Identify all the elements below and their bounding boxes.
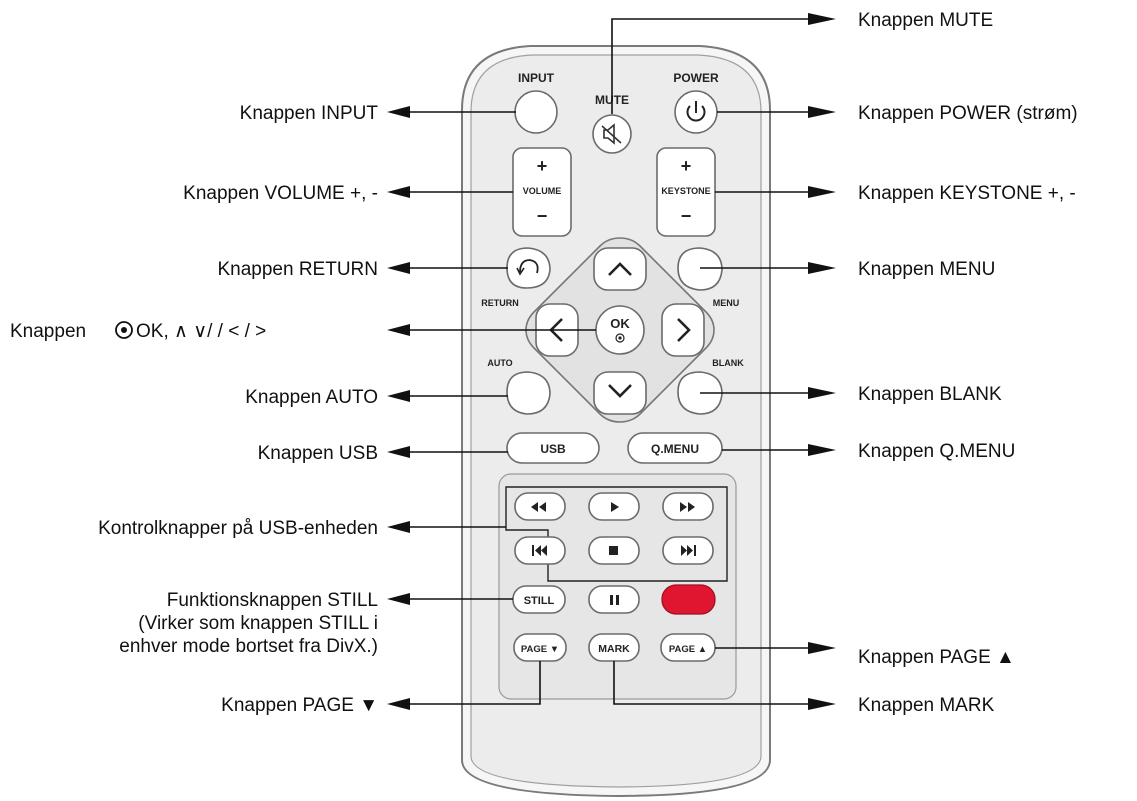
return-arrow-icon [519,259,539,274]
volume-plus: + [537,156,548,176]
usb-controls-outline [505,486,728,582]
label-input: Knappen INPUT [240,103,379,124]
callout-lines [387,13,836,710]
qmenu-button[interactable] [627,432,723,464]
label-still-line2: (Virker som knappen STILL i [138,613,378,634]
menu-button[interactable] [677,247,723,291]
label-blank: Knappen BLANK [858,384,1002,405]
label-mark: Knappen MARK [858,695,995,716]
keystone-plus: + [681,156,692,176]
return-button[interactable] [506,247,551,289]
fast-forward-icon [680,502,695,512]
label-nav-text: OK, ∧ ∨/ / < / > [136,321,266,342]
label-auto: Knappen AUTO [245,387,378,408]
skip-back-icon [532,545,547,556]
menu-label: MENU [713,298,740,308]
page-down-button-label: PAGE ▼ [521,644,559,655]
qmenu-button-label: Q.MENU [651,442,699,456]
play-icon [611,502,619,512]
power-button-label: POWER [673,71,719,85]
return-arrow-head-icon [516,267,525,276]
red-button[interactable] [661,584,716,615]
auto-button[interactable] [506,371,551,415]
pause-icon [610,595,619,605]
down-button[interactable] [593,371,647,415]
label-usb-controls: Kontrolknapper på USB-enheden [98,518,378,539]
label-still-line3: enhver mode bortset fra DivX.) [119,636,378,657]
label-page-down: Knappen PAGE ▼ [221,695,378,716]
label-return: Knappen RETURN [217,259,378,280]
pause-button[interactable] [588,585,640,614]
keystone-label: KEYSTONE [661,186,710,196]
volume-minus: − [537,206,548,226]
mute-icon [601,123,622,145]
label-volume: Knappen VOLUME +, - [183,183,378,204]
ok-dot-icon [615,333,625,343]
label-keystone: Knappen KEYSTONE +, - [858,183,1076,204]
label-power: Knappen POWER (strøm) [858,103,1078,124]
page-up-button-label: PAGE ▲ [669,644,707,655]
mark-button-label: MARK [598,643,630,655]
input-button[interactable] [514,90,558,134]
label-still-line1: Funktionsknappen STILL [167,590,378,611]
return-label: RETURN [481,298,519,308]
label-usb: Knappen USB [258,443,378,464]
skip-forward-icon [681,545,696,556]
input-button-label: INPUT [518,71,555,85]
keystone-minus: − [681,206,692,226]
label-page-up: Knappen PAGE ▲ [858,647,1015,668]
chevron-up-icon [608,262,632,276]
blank-label: BLANK [712,358,744,368]
usb-button[interactable] [506,432,600,464]
volume-label: VOLUME [523,186,562,196]
ok-target-icon [115,321,133,339]
power-icon [686,101,706,122]
chevron-down-icon [608,384,632,398]
chevron-right-icon [677,318,691,342]
ok-label: OK [610,316,630,331]
label-nav-prefix: Knappen [10,321,86,342]
usb-button-label: USB [540,442,566,456]
auto-label: AUTO [487,358,512,368]
label-navigation: Knappen OK, ∧ ∨/ / < / > [10,321,266,342]
label-qmenu: Knappen Q.MENU [858,441,1015,462]
label-mute: Knappen MUTE [858,10,993,31]
label-menu: Knappen MENU [858,259,995,280]
up-button[interactable] [593,247,647,291]
still-button-label: STILL [524,595,555,607]
right-button[interactable] [661,303,705,357]
stop-icon [609,546,618,555]
rewind-icon [531,502,546,512]
